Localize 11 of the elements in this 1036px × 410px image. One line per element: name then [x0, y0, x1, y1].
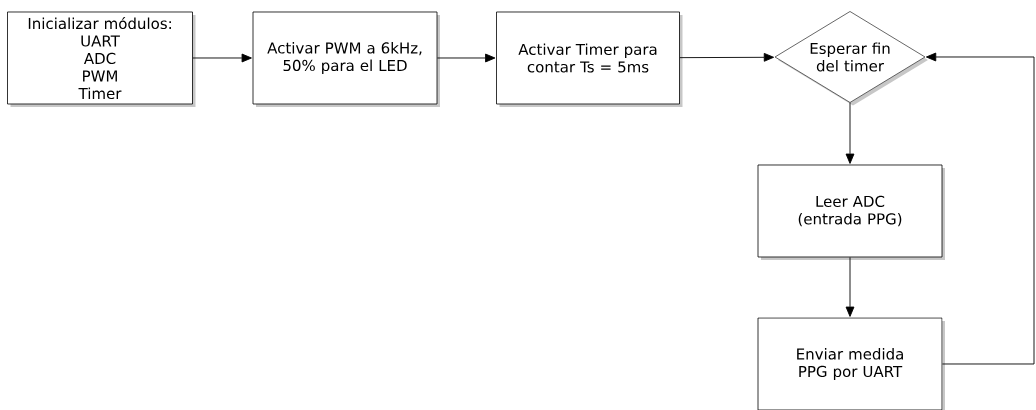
arrow — [845, 256, 855, 317]
process-box: Inicializar módulos: UART ADC PWM Timer — [7, 11, 196, 107]
process-box: Leer ADC (entrada PPG) — [757, 164, 945, 260]
process-box: Enviar medida PPG por UART — [757, 317, 945, 410]
process-box: Activar Timer para contar Ts = 5ms — [496, 11, 683, 107]
arrow — [192, 53, 252, 63]
arrow — [436, 53, 496, 63]
arrow — [925, 52, 1035, 365]
arrow — [845, 102, 855, 164]
arrow — [679, 52, 775, 62]
process-box: Activar PWM a 6kHz, 50% para el LED — [252, 11, 440, 107]
